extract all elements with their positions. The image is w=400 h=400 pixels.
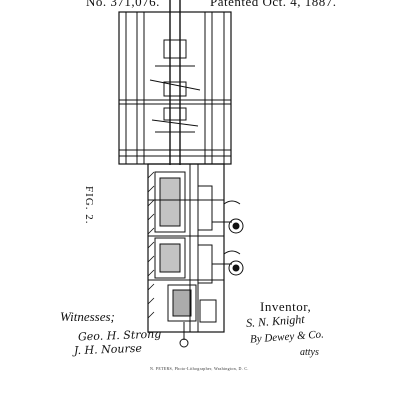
lithographer-footer: N. PETERS, Photo-Lithographer, Washingto…	[150, 366, 249, 371]
witnesses-title: Witnesses;	[60, 309, 115, 324]
machine-body	[147, 163, 225, 348]
side-valves	[212, 200, 244, 276]
inventor-title: Inventor,	[260, 299, 312, 314]
patent-header: No. 371,076. Patented Oct. 4, 1887.	[0, 0, 400, 12]
central-shaft	[149, 0, 201, 165]
witness-signature-2: J. H. Nourse	[73, 341, 143, 358]
hatch-wall	[147, 171, 155, 319]
attorneys-label: attys	[300, 347, 319, 358]
patent-date: Patented Oct. 4, 1887.	[210, 0, 337, 9]
figure-label: FIG. 2.	[83, 186, 95, 225]
frame-rails	[118, 11, 232, 165]
patent-number: No. 371,076.	[86, 0, 160, 9]
